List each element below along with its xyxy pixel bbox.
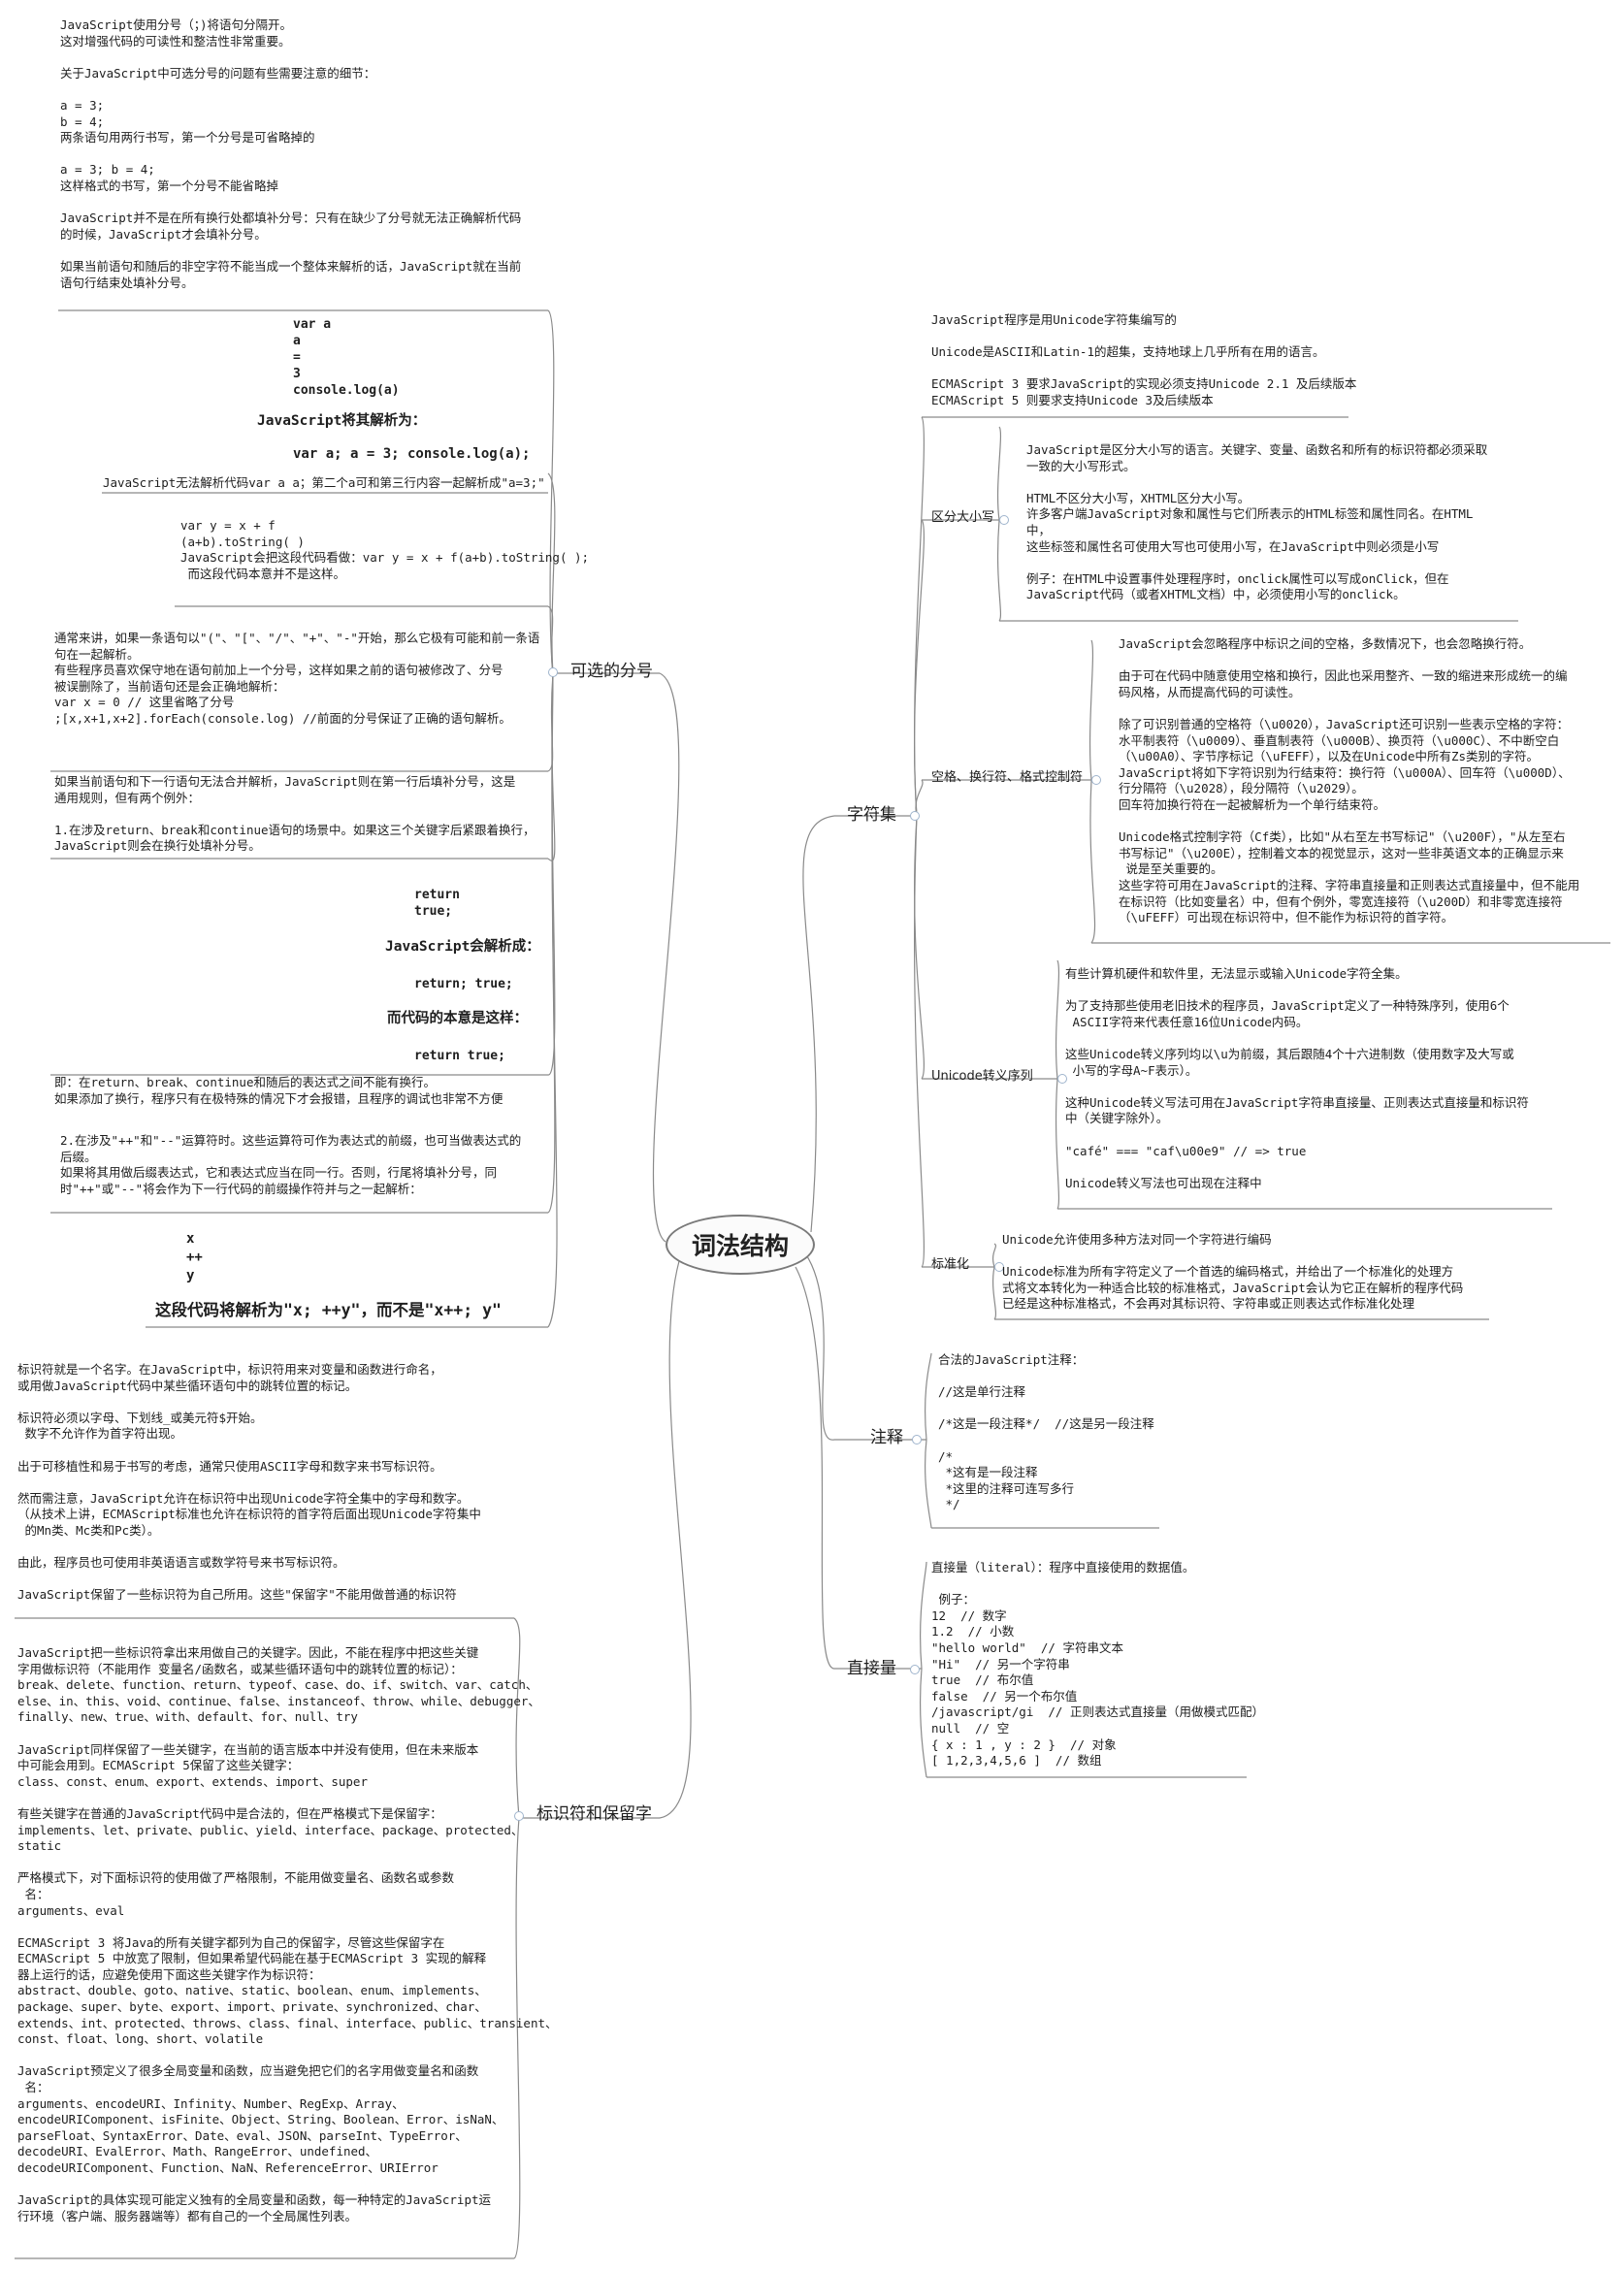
semicolon-code-return: return true;: [414, 888, 460, 919]
connector-optional-semicolon: [652, 672, 680, 1243]
charset-whitespace-text: JavaScript会忽略程序中标识之间的空格，多数情况下，也会忽略换行符。 由…: [1119, 636, 1580, 925]
comments-text: 合法的JavaScript注释： //这是单行注释 /*这是一段注释*/ //这…: [938, 1352, 1154, 1512]
semicolon-code-return-intended: return true;: [414, 1049, 505, 1063]
connector-comments: [804, 1252, 835, 1441]
semicolon-intro-text: JavaScript使用分号（；)将语句分隔开。 这对增强代码的可读性和整洁性非…: [60, 17, 522, 290]
sub-case-sensitivity[interactable]: 区分大小写: [931, 510, 995, 525]
connector-identifiers: [659, 1260, 692, 1819]
semicolon-incdec-case: 2.在涉及"++"和"--"运算符时。这些运算符可作为表达式的前缀，也可当做表达…: [60, 1133, 522, 1196]
semicolon-code-sample-1: var a a = 3 console.log(a): [293, 317, 400, 398]
branch-charset[interactable]: 字符集: [847, 805, 896, 825]
connector-charset: [802, 815, 835, 1233]
semicolon-intent-note: 而代码的本意是这样：: [387, 1011, 528, 1026]
semicolon-cannot-parse-note: JavaScript无法解析代码var a a；第二个a可和第三行内容一起解析成…: [103, 475, 545, 490]
branch-literals[interactable]: 直接量: [847, 1659, 896, 1678]
semicolon-code-incdec: x ++ y: [186, 1231, 203, 1283]
semicolon-code-sample-2: var a; a = 3; console.log(a);: [293, 446, 531, 462]
charset-intro-text: JavaScript程序是用Unicode字符集编写的 Unicode是ASCI…: [931, 312, 1357, 407]
branch-identifiers[interactable]: 标识符和保留字: [536, 1804, 652, 1824]
semicolon-code-return-parsed: return; true;: [414, 977, 513, 991]
semicolon-example-2: var y = x + f (a+b).toString( ) JavaScri…: [180, 518, 590, 581]
connector-literals: [795, 1266, 835, 1670]
semicolon-final-note: 这段代码将解析为"x; ++y"，而不是"x++; y": [155, 1301, 502, 1319]
collapse-toggle-icon[interactable]: [514, 1811, 524, 1821]
collapse-toggle-icon[interactable]: [910, 1665, 920, 1674]
semicolon-parse-note-1: JavaScript将其解析为：: [257, 413, 427, 429]
sub-normalization[interactable]: 标准化: [931, 1257, 970, 1272]
root-topic[interactable]: 词法结构: [666, 1215, 815, 1275]
collapse-toggle-icon[interactable]: [1057, 1074, 1067, 1084]
charset-case-text: JavaScript是区分大小写的语言。关键字、变量、函数名和所有的标识符都必须…: [1026, 442, 1488, 602]
collapse-toggle-icon[interactable]: [994, 1262, 1004, 1272]
charset-escape-text: 有些计算机硬件和软件里，无法显示或输入Unicode字符全集。 为了支持那些使用…: [1065, 966, 1529, 1190]
branch-optional-semicolon[interactable]: 可选的分号: [570, 662, 653, 681]
collapse-toggle-icon[interactable]: [912, 1435, 922, 1444]
semicolon-parse-note-2: JavaScript会解析成：: [385, 939, 540, 955]
charset-normalization-text: Unicode允许使用多种方法对同一个字符进行编码 Unicode标准为所有字符…: [1002, 1232, 1464, 1312]
sub-whitespace[interactable]: 空格、换行符、格式控制符: [931, 770, 1084, 785]
literals-text: 直接量（literal）：程序中直接使用的数据值。 例子： 12 // 数字 1…: [931, 1560, 1264, 1769]
collapse-toggle-icon[interactable]: [999, 515, 1009, 525]
identifiers-reserved-words: JavaScript把一些标识符拿出来用做自己的关键字。因此，不能在程序中把这些…: [17, 1645, 558, 2223]
collapse-toggle-icon[interactable]: [910, 811, 920, 821]
identifiers-intro-text: 标识符就是一个名字。在JavaScript中，标识符用来对变量和函数进行命名， …: [17, 1362, 481, 1603]
semicolon-return-note: 即：在return、break、continue和随后的表达式之间不能有换行。 …: [54, 1075, 503, 1106]
semicolon-paren-case: 通常来讲，如果一条语句以"("、"["、"/"、"+"、"-"开始，那么它极有可…: [54, 631, 540, 726]
sub-unicode-escape[interactable]: Unicode转义序列: [931, 1069, 1033, 1084]
collapse-toggle-icon[interactable]: [1091, 775, 1101, 785]
semicolon-exceptions: 如果当前语句和下一行语句无法合并解析，JavaScript则在第一行后填补分号，…: [54, 774, 536, 854]
branch-comments[interactable]: 注释: [870, 1428, 903, 1447]
collapse-toggle-icon[interactable]: [548, 667, 558, 677]
